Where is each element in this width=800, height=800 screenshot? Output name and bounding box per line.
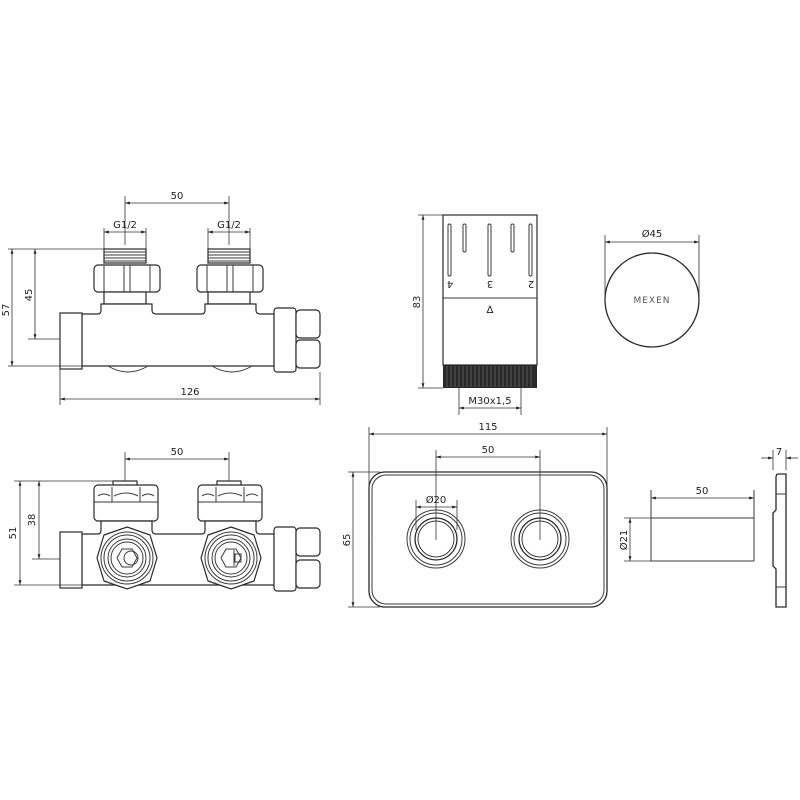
dim-height-axis-top: 45 xyxy=(24,289,35,302)
valve-side-view: 50 G1/2 G1/2 xyxy=(1,191,321,405)
scale-mark-3: 3 xyxy=(487,278,493,289)
dim-spacing-top: 50 xyxy=(171,191,184,202)
knurled-ring xyxy=(443,365,537,388)
port-left xyxy=(96,526,158,590)
scale-mark-2: 2 xyxy=(528,278,534,289)
thread-left-label: G1/2 xyxy=(113,220,137,231)
dim-spacing-front: 50 xyxy=(171,447,184,458)
plate-side-view: 7 xyxy=(761,447,798,608)
cover-plate: 115 50 Ø20 65 xyxy=(342,422,608,608)
thread-right-label: G1/2 xyxy=(217,220,241,231)
brand-logo: MEXEN xyxy=(633,296,670,306)
indicator-mark: ∆ xyxy=(486,305,494,316)
scale-mark-4: 4 xyxy=(447,278,453,289)
head-top-view: Ø45 MEXEN xyxy=(604,228,700,348)
dim-sleeve-diameter: Ø21 xyxy=(618,530,630,551)
dim-plate-thickness: 7 xyxy=(776,447,782,458)
dim-length: 126 xyxy=(180,387,199,398)
dim-head-height: 83 xyxy=(412,296,423,309)
dim-plate-width: 115 xyxy=(478,422,497,433)
dim-hole-spacing: 50 xyxy=(482,445,495,456)
thread-right xyxy=(207,248,251,264)
thermostatic-head: 4 3 2 ∆ 83 M30x1,5 xyxy=(412,214,538,415)
port-right xyxy=(200,526,262,590)
dim-thread: M30x1,5 xyxy=(468,396,511,407)
dim-sleeve-length: 50 xyxy=(696,486,709,497)
top-cap-right xyxy=(197,480,263,522)
top-cap-left xyxy=(93,480,159,522)
dim-hole-diameter: Ø20 xyxy=(426,494,447,506)
valve-front-view: 50 xyxy=(8,447,321,592)
dim-height-total-front: 51 xyxy=(8,527,19,540)
dim-head-diameter: Ø45 xyxy=(642,228,663,240)
dim-height-total-top: 57 xyxy=(1,304,12,317)
thread-left xyxy=(103,248,147,264)
dim-plate-height: 65 xyxy=(342,534,353,547)
dim-height-axis-front: 38 xyxy=(27,514,38,527)
sleeve: 50 Ø21 xyxy=(618,486,755,562)
